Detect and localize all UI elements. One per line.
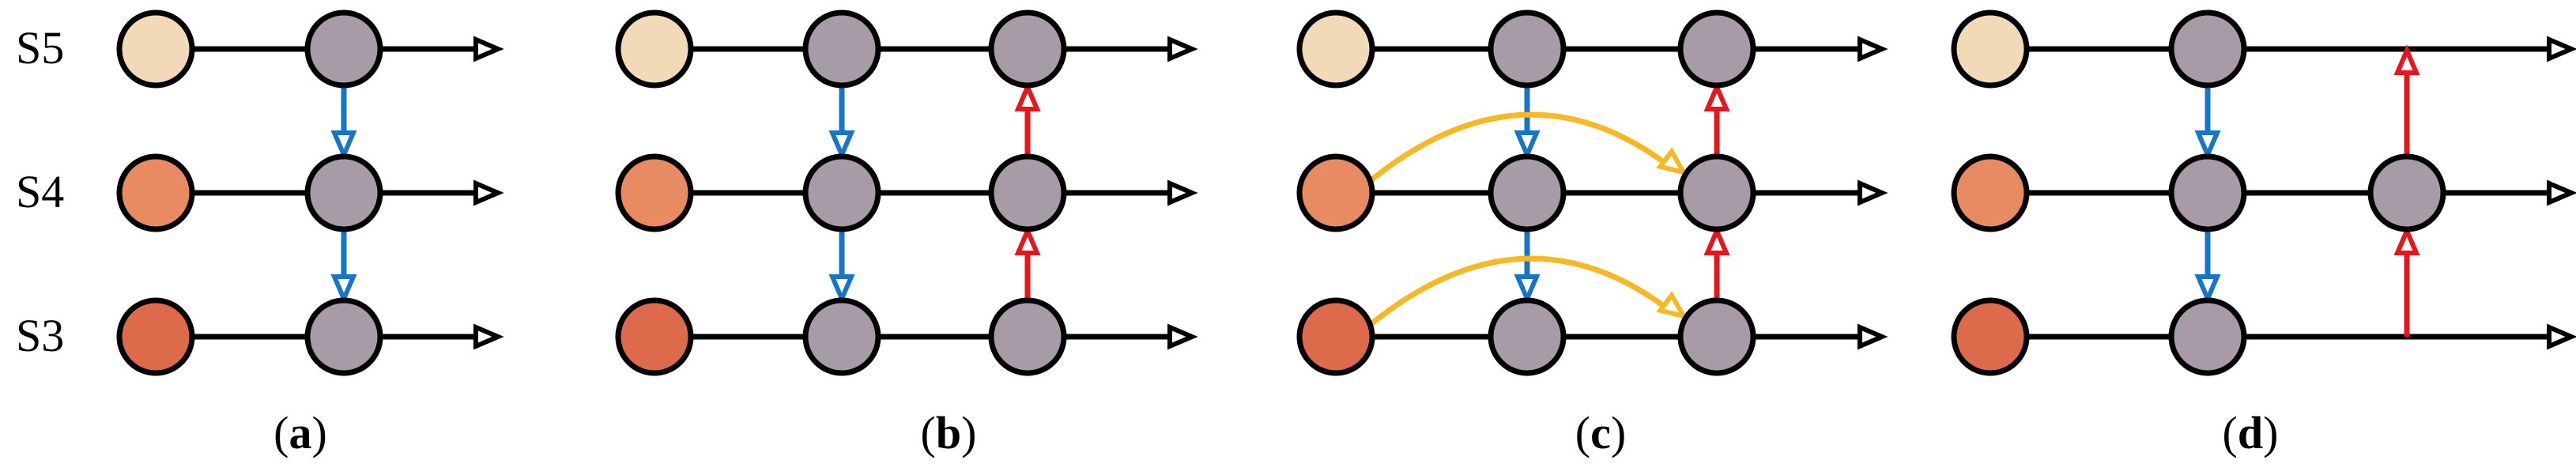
panel-d <box>1951 9 2576 376</box>
panel-d-red-s4-s5-arrowhead <box>2393 44 2420 75</box>
panel-d-s4-node-2 <box>2367 153 2446 232</box>
panel-b-s3-node-1 <box>802 297 881 376</box>
panel-b-red-s4-s5-arrowhead <box>1014 81 1041 111</box>
row-label-s4: S4 <box>16 166 64 217</box>
panel-b-s4-node-2 <box>988 153 1067 232</box>
panel-d-blue-s4-s3-arrowhead <box>2194 274 2221 305</box>
panel-c-red-s4-s5-arrowhead <box>1703 81 1730 111</box>
panel-c-s3-start-node <box>1296 297 1375 376</box>
panel-d-red-s3-s4-arrowhead <box>2393 224 2420 255</box>
panel-b-s5-node-2 <box>988 9 1067 89</box>
panel-b <box>615 9 1198 376</box>
panel-a-s3-start-node <box>116 297 195 376</box>
panel-d-s3-timeline-arrowhead <box>2547 323 2576 350</box>
panel-b-s4-timeline-arrowhead <box>1167 179 1198 206</box>
caption-b: (b) <box>921 407 977 458</box>
panel-b-s5-start-node <box>615 9 694 89</box>
panel-d-s3-node-1 <box>2168 297 2247 376</box>
panel-c-s4-timeline-arrowhead <box>1858 179 1888 206</box>
caption-d: (d) <box>2223 407 2279 458</box>
panel-d-s4-node-1 <box>2168 153 2247 232</box>
panel-c-s5-timeline-arrowhead <box>1858 36 1888 62</box>
panel-d-s5-timeline-arrowhead <box>2547 36 2576 62</box>
panel-a-s3-node-1 <box>304 297 383 376</box>
row-label-s5: S5 <box>16 22 64 74</box>
panel-a-blue-s5-s4-arrowhead <box>330 130 357 161</box>
panel-a-s4-timeline-arrowhead <box>473 179 504 206</box>
panel-c-s4-node-2 <box>1677 153 1756 232</box>
panel-a <box>116 9 504 376</box>
panel-b-s3-node-2 <box>988 297 1067 376</box>
panel-a-s4-start-node <box>116 153 195 232</box>
panel-c-s5-node-2 <box>1677 9 1756 89</box>
panel-d-s4-start-node <box>1951 153 2030 232</box>
panel-b-s5-node-1 <box>802 9 881 89</box>
panel-b-s4-node-1 <box>802 153 881 232</box>
panel-c-blue-s5-s4-arrowhead <box>1514 130 1541 161</box>
panel-c-s3-timeline-arrowhead <box>1858 323 1888 350</box>
panel-c-yellow-s4-arrowhead <box>1656 147 1689 176</box>
panel-c-s3-node-2 <box>1677 297 1756 376</box>
panel-a-s4-node-1 <box>304 153 383 232</box>
row-label-s3: S3 <box>16 310 64 361</box>
panel-c-yellow-s4-line <box>1367 111 1676 184</box>
panel-c-blue-s4-s3-arrowhead <box>1514 274 1541 305</box>
caption-c: (c) <box>1575 407 1626 458</box>
panel-d-s5-start-node <box>1951 9 2030 89</box>
panel-c-red-s3-s4-arrowhead <box>1703 224 1730 255</box>
panel-c-s5-node-1 <box>1488 9 1567 89</box>
panel-c-s4-start-node <box>1296 153 1375 232</box>
panel-c-yellow-s3-line <box>1367 255 1676 328</box>
panel-b-s3-timeline-arrowhead <box>1167 323 1198 350</box>
panel-c-yellow-s3-arrowhead <box>1656 291 1689 320</box>
panel-c-s3-node-1 <box>1488 297 1567 376</box>
panel-a-s3-timeline-arrowhead <box>473 323 504 350</box>
panel-d-s5-node-1 <box>2168 9 2247 89</box>
panel-c <box>1296 9 1888 376</box>
panel-b-s3-start-node <box>615 297 694 376</box>
panel-d-blue-s5-s4-arrowhead <box>2194 130 2221 161</box>
panel-c-s4-node-1 <box>1488 153 1567 232</box>
panel-b-red-s3-s4-arrowhead <box>1014 224 1041 255</box>
panel-b-s5-timeline-arrowhead <box>1167 36 1198 62</box>
panel-a-s5-node-1 <box>304 9 383 89</box>
caption-a: (a) <box>273 407 327 458</box>
panel-a-s5-timeline-arrowhead <box>473 36 504 62</box>
panel-c-s5-start-node <box>1296 9 1375 89</box>
panel-b-blue-s4-s3-arrowhead <box>828 274 855 305</box>
panel-d-s4-timeline-arrowhead <box>2547 179 2576 206</box>
panel-b-s4-start-node <box>615 153 694 232</box>
panel-b-blue-s5-s4-arrowhead <box>828 130 855 161</box>
panel-a-blue-s4-s3-arrowhead <box>330 274 357 305</box>
panel-d-s3-start-node <box>1951 297 2030 376</box>
panel-a-s5-start-node <box>116 9 195 89</box>
